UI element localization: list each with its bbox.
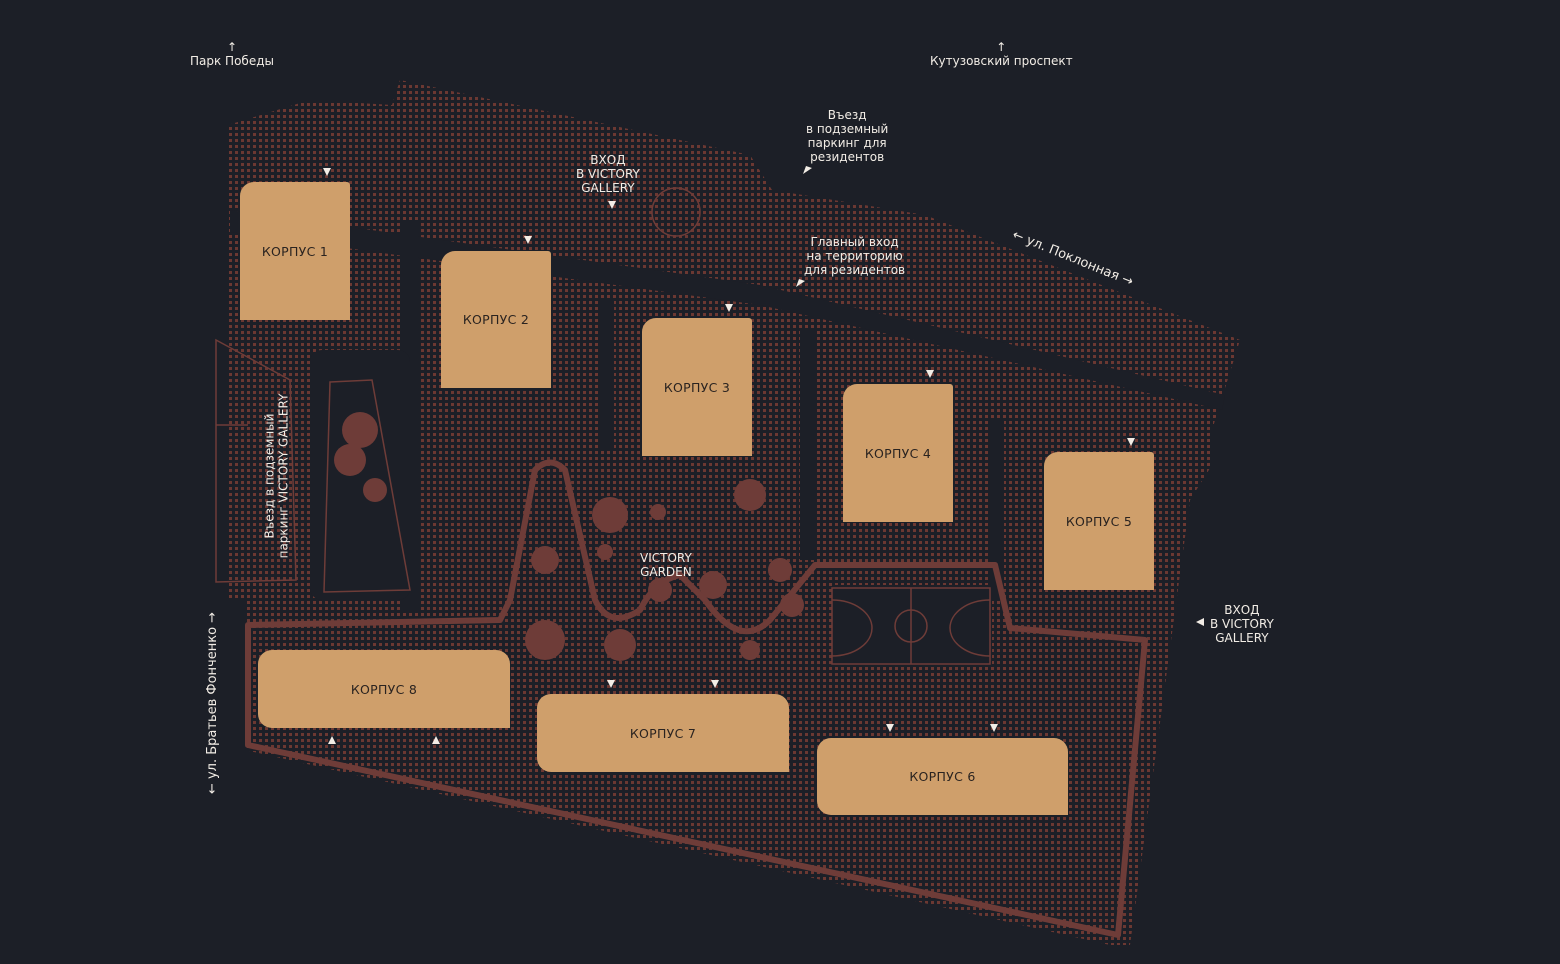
label-line: В VICTORY — [576, 167, 640, 181]
building-4[interactable]: КОРПУС 4 — [843, 384, 953, 522]
entrance-arrows — [323, 166, 1204, 744]
fonchenko-street-label: ← ул. Братьев Фонченко → — [205, 611, 221, 795]
building-2[interactable]: КОРПУС 2 — [441, 251, 551, 388]
label-line: для резидентов — [804, 263, 906, 277]
building-6[interactable]: КОРПУС 6 — [817, 738, 1068, 815]
building-1[interactable]: КОРПУС 1 — [240, 182, 350, 320]
street-name: Кутузовский проспект — [930, 54, 1073, 68]
street-name: Парк Победы — [190, 54, 274, 68]
outlines — [215, 187, 991, 665]
building-5[interactable]: КОРПУС 5 — [1044, 452, 1154, 590]
building-7[interactable]: КОРПУС 7 — [537, 694, 789, 772]
label-line: GARDEN — [640, 565, 692, 579]
park-pobedy-label: ↑Парк Победы — [190, 40, 274, 68]
building-3[interactable]: КОРПУС 3 — [642, 318, 752, 456]
label-line: В VICTORY — [1210, 617, 1274, 631]
label-line: Въезд — [827, 108, 867, 122]
label-line: Въезд в подземный — [262, 413, 277, 539]
label-line: паркинг для — [807, 136, 887, 150]
label-line: ВХОД — [590, 153, 626, 167]
label-line: резидентов — [810, 150, 885, 164]
label-line: GALLERY — [1215, 631, 1269, 645]
label-line: паркинг VICTORY GALLERY — [276, 393, 291, 559]
label-line: на территорию — [806, 249, 903, 263]
arrow-up-icon: ↑ — [226, 40, 238, 54]
building-8[interactable]: КОРПУС 8 — [258, 650, 510, 728]
label-line: Главный вход — [810, 235, 899, 249]
garden-trees — [334, 412, 804, 661]
label-line: в подземный — [806, 122, 889, 136]
label-line: GALLERY — [581, 181, 635, 195]
walking-path — [245, 459, 1148, 938]
label-line: VICTORY — [640, 551, 692, 565]
label-line: ВХОД — [1224, 603, 1260, 617]
arrow-up-icon: ↑ — [996, 40, 1007, 54]
kutuzovsky-label: ↑Кутузовский проспект — [930, 40, 1073, 68]
